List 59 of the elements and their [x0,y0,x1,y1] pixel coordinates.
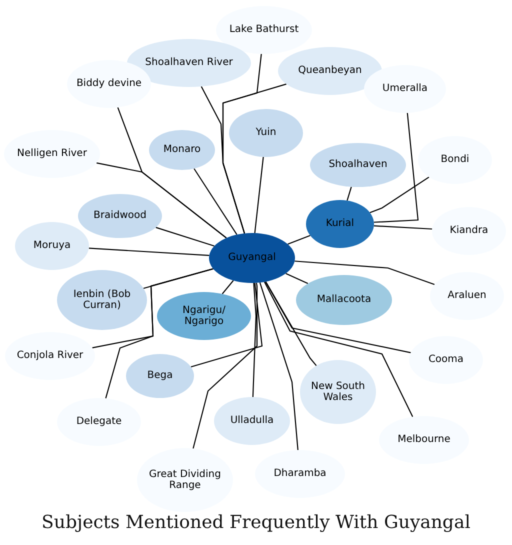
node-label: Melbourne [398,434,450,446]
node-label: Guyangal [228,252,276,264]
ellipse-node [15,222,89,270]
node-label: Mallacoota [316,294,372,306]
connector-line [346,186,352,201]
ellipse-node [157,292,251,340]
connector-line [96,162,227,238]
connector-line [374,225,432,230]
node-label: Moruya [33,240,71,252]
node-label: Yuin [256,127,276,139]
connector-line [370,176,430,214]
node-label: Braidwood [94,210,146,222]
node-label: New South Wales [310,380,366,404]
connector-line [190,282,263,368]
connector-line [143,268,214,289]
connector-line [105,268,214,398]
node-label: Shoalhaven [328,159,388,171]
node-label: Dharamba [274,468,326,480]
connector-line [288,235,310,245]
node-label: Cooma [428,354,464,366]
connector-line [252,282,257,398]
node-label: Araluen [448,290,486,302]
ellipse-node [78,194,162,238]
node-label: Bondi [440,154,470,166]
ellipse-node [209,233,295,283]
connector-line [286,272,308,284]
connector-line [156,226,214,247]
ellipse-node [214,397,290,445]
connector-line [265,281,317,366]
node-label: Shoalhaven River [145,57,233,69]
node-label: Ienbin (Bob Curran) [72,288,132,312]
connector-line [192,282,258,449]
node-label: Kiandra [450,225,488,237]
node-label: Nelligen River [17,148,87,160]
node-label: Ngarigu/ Ngarigo [182,304,226,328]
chart-title: Subjects Mentioned Frequently With Guyangal [40,512,472,533]
node-label: Great Dividing Range [148,468,222,492]
connector-line [265,281,411,354]
ellipse-node [418,136,492,184]
node-label: Delegate [76,416,122,428]
node-label: Ulladulla [230,415,274,427]
connector-line [374,112,419,223]
connector-line [294,260,435,285]
node-label: Kurial [326,218,354,230]
connector-line [88,248,210,256]
connector-line [194,168,238,235]
node-label: Monaro [163,144,201,156]
node-label: Conjola River [16,350,84,362]
connector-line [222,84,287,234]
ellipse-node [306,200,374,248]
connector-line [259,282,298,450]
node-label: Umeralla [382,83,428,95]
node-label: Queanbeyan [298,65,362,77]
connector-line [254,156,264,234]
connector-line [222,280,234,294]
connector-line [264,282,414,418]
node-label: Bega [147,370,173,382]
node-label: Biddy devine [76,78,142,90]
node-label: Lake Bathurst [229,24,299,36]
